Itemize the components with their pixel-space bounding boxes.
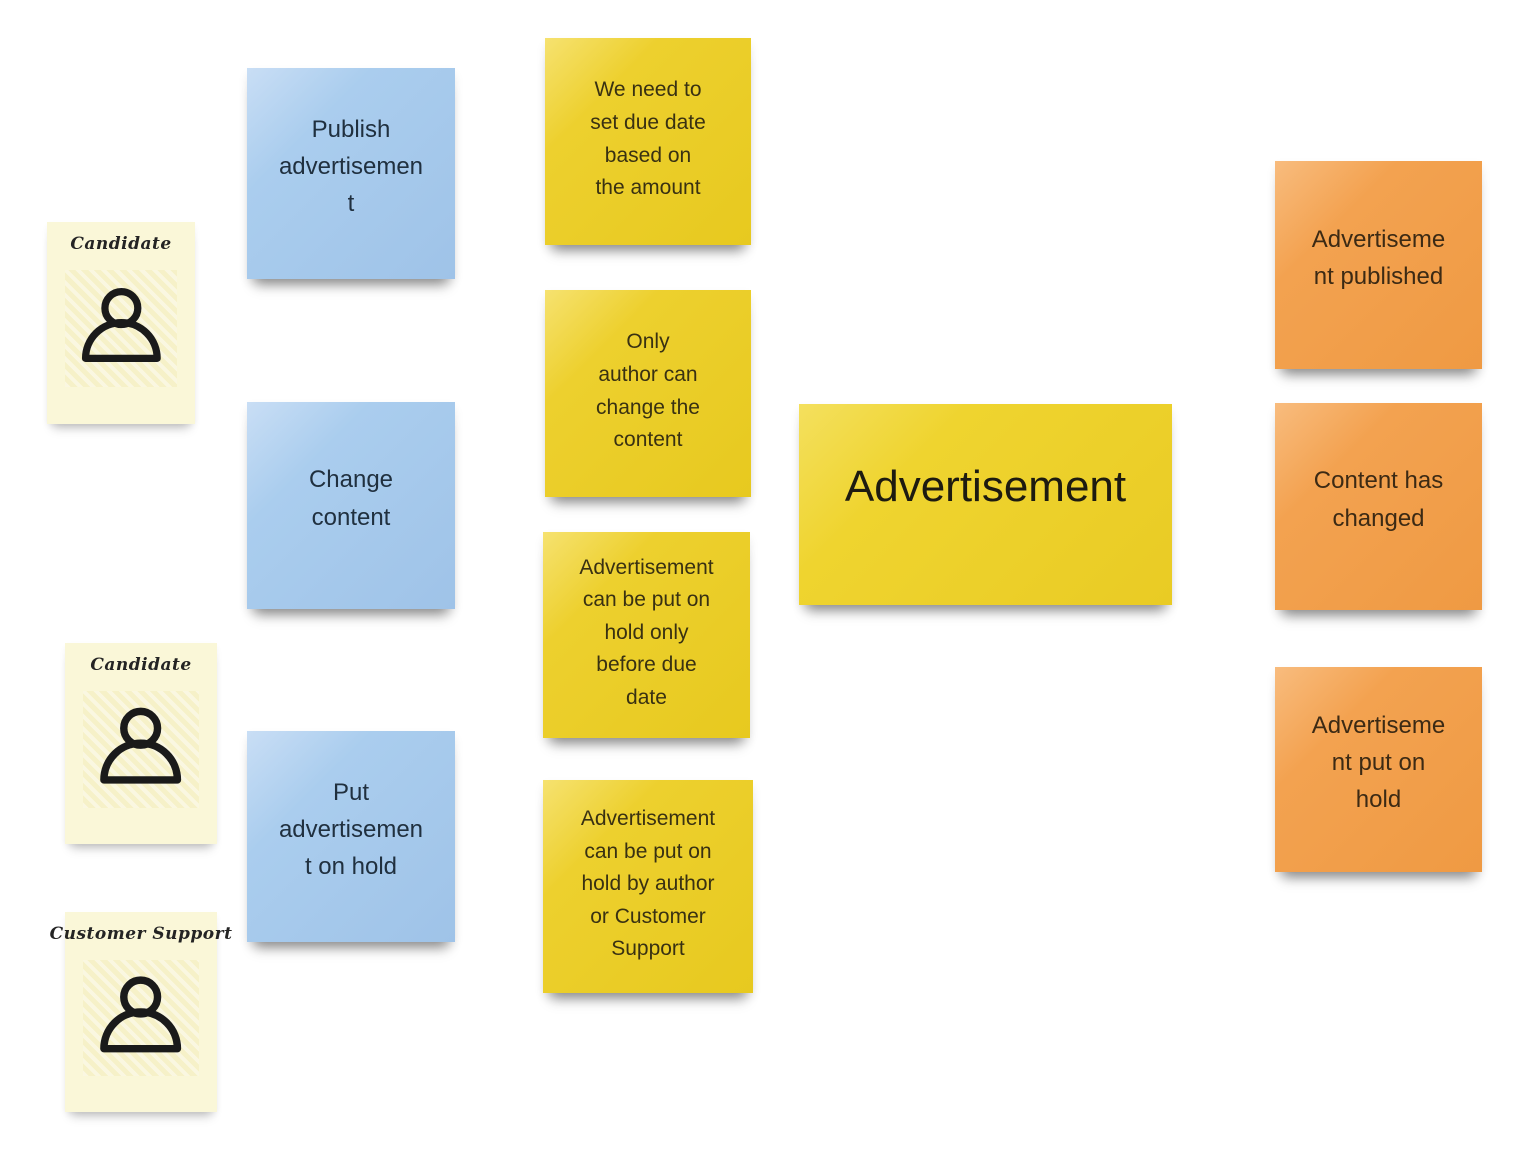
command-note-put-advertisement-on-hold[interactable]: Put advertisemen t on hold [247, 731, 455, 942]
policy-note-only-author-can-change[interactable]: Only author can change the content [545, 290, 751, 497]
actor-card-candidate-1[interactable]: Candidate [47, 222, 195, 424]
policy-note-hold-by-author-or-support[interactable]: Advertisement can be put on hold by auth… [543, 780, 753, 993]
event-note-advertisement-put-on-hold[interactable]: Advertiseme nt put on hold [1275, 667, 1482, 872]
note-text: Only author can change the content [596, 330, 700, 452]
event-note-advertisement-published[interactable]: Advertiseme nt published [1275, 161, 1482, 369]
note-text: Advertisement can be put on hold by auth… [580, 807, 716, 961]
note-text: Advertisement can be put on hold only be… [579, 555, 714, 709]
note-text: Advertiseme nt published [1311, 225, 1446, 290]
note-text: Put advertisemen t on hold [278, 778, 424, 881]
actor-label: Candidate [90, 655, 192, 675]
aggregate-note-advertisement[interactable]: Advertisement [799, 404, 1172, 605]
actor-card-customer-support[interactable]: Customer Support [50, 912, 232, 1112]
person-icon [83, 691, 199, 808]
note-text: Advertiseme nt put on hold [1311, 711, 1446, 814]
command-note-publish-advertisement[interactable]: Publish advertisemen t [247, 68, 455, 279]
note-text: Content has changed [1313, 467, 1444, 532]
actor-label: Candidate [70, 234, 172, 254]
note-text: We need to set due date based on the amo… [590, 78, 706, 200]
note-text: Change content [308, 466, 394, 531]
actor-label: Customer Support [49, 924, 233, 944]
event-note-content-has-changed[interactable]: Content has changed [1275, 403, 1482, 610]
person-icon [83, 960, 199, 1076]
note-text: Publish advertisemen t [278, 115, 424, 218]
person-icon [64, 270, 178, 388]
note-text: Advertisement [844, 462, 1127, 512]
actor-card-candidate-2[interactable]: Candidate [65, 643, 217, 844]
command-note-change-content[interactable]: Change content [247, 402, 455, 609]
policy-note-hold-before-due-date[interactable]: Advertisement can be put on hold only be… [543, 532, 750, 738]
policy-note-set-due-date[interactable]: We need to set due date based on the amo… [545, 38, 751, 245]
